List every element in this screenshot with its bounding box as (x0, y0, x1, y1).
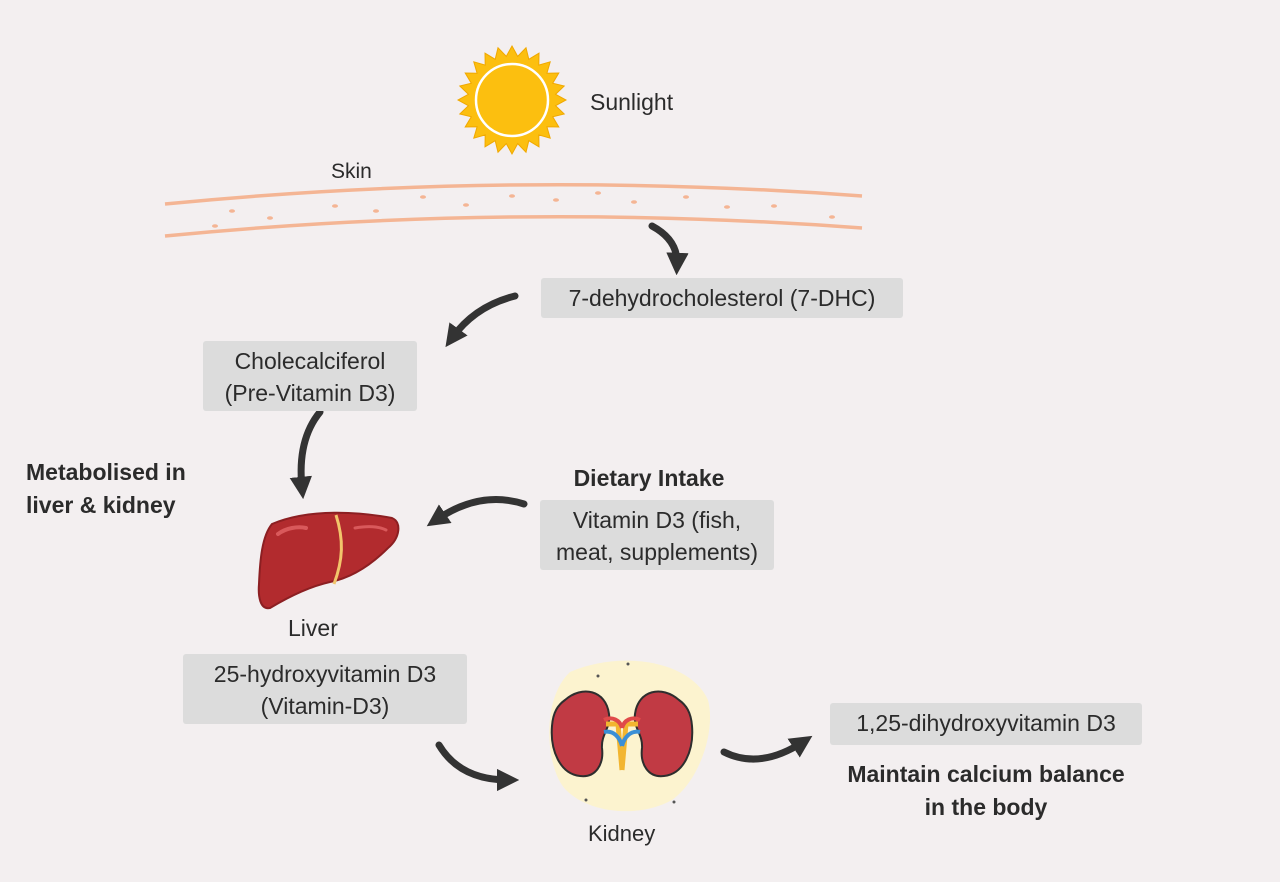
dhc-text: 7-dehydrocholesterol (7-DHC) (568, 285, 876, 311)
cholecalciferol-line2: (Pre-Vitamin D3) (224, 380, 396, 406)
arrow-hydroxy-to-kidney (435, 741, 520, 792)
skin-label: Skin (331, 160, 372, 183)
sunlight-label: Sunlight (590, 89, 674, 115)
arrow-chole-to-liver (289, 408, 324, 500)
liver-label: Liver (288, 615, 338, 641)
skin-layer (164, 182, 863, 238)
cholecalciferol-box: Cholecalciferol (Pre-Vitamin D3) (203, 341, 417, 411)
metabolised-note: Metabolised in liver & kidney (26, 456, 186, 522)
cholecalciferol-line1: Cholecalciferol (234, 348, 386, 374)
liver-icon (257, 511, 400, 610)
calcium-line1: Maintain calcium balance (847, 761, 1125, 787)
arrow-dhc-to-chole (445, 292, 519, 348)
dietary-line2: meat, supplements) (556, 539, 758, 565)
arrow-skin-to-dhc (648, 222, 689, 276)
dihydroxyvitamin-box: 1,25-dihydroxyvitamin D3 (830, 703, 1142, 745)
kidney-icon (549, 660, 711, 812)
dietary-intake-box: Vitamin D3 (fish, meat, supplements) (540, 500, 774, 570)
arrow-icon (289, 222, 813, 792)
calcium-balance-note: Maintain calcium balance in the body (826, 758, 1146, 824)
arrow-dietary-to-liver (426, 496, 528, 527)
kidney-label: Kidney (588, 821, 656, 846)
metabolised-line1: Metabolised in (26, 459, 186, 485)
dietary-intake-title: Dietary Intake (573, 465, 725, 491)
arrow-kidney-to-dihydroxy (720, 735, 813, 763)
dietary-line1: Vitamin D3 (fish, (572, 507, 742, 533)
sun-icon (456, 44, 568, 156)
dihydroxyvitamin-text: 1,25-dihydroxyvitamin D3 (856, 710, 1116, 736)
calcium-line2: in the body (924, 794, 1048, 820)
dhc-box: 7-dehydrocholesterol (7-DHC) (541, 278, 903, 318)
hydroxyvitamin-line2: (Vitamin-D3) (260, 693, 390, 719)
hydroxyvitamin-line1: 25-hydroxyvitamin D3 (213, 661, 437, 687)
metabolised-line2: liver & kidney (26, 492, 176, 518)
hydroxyvitamin-box: 25-hydroxyvitamin D3 (Vitamin-D3) (183, 654, 467, 724)
